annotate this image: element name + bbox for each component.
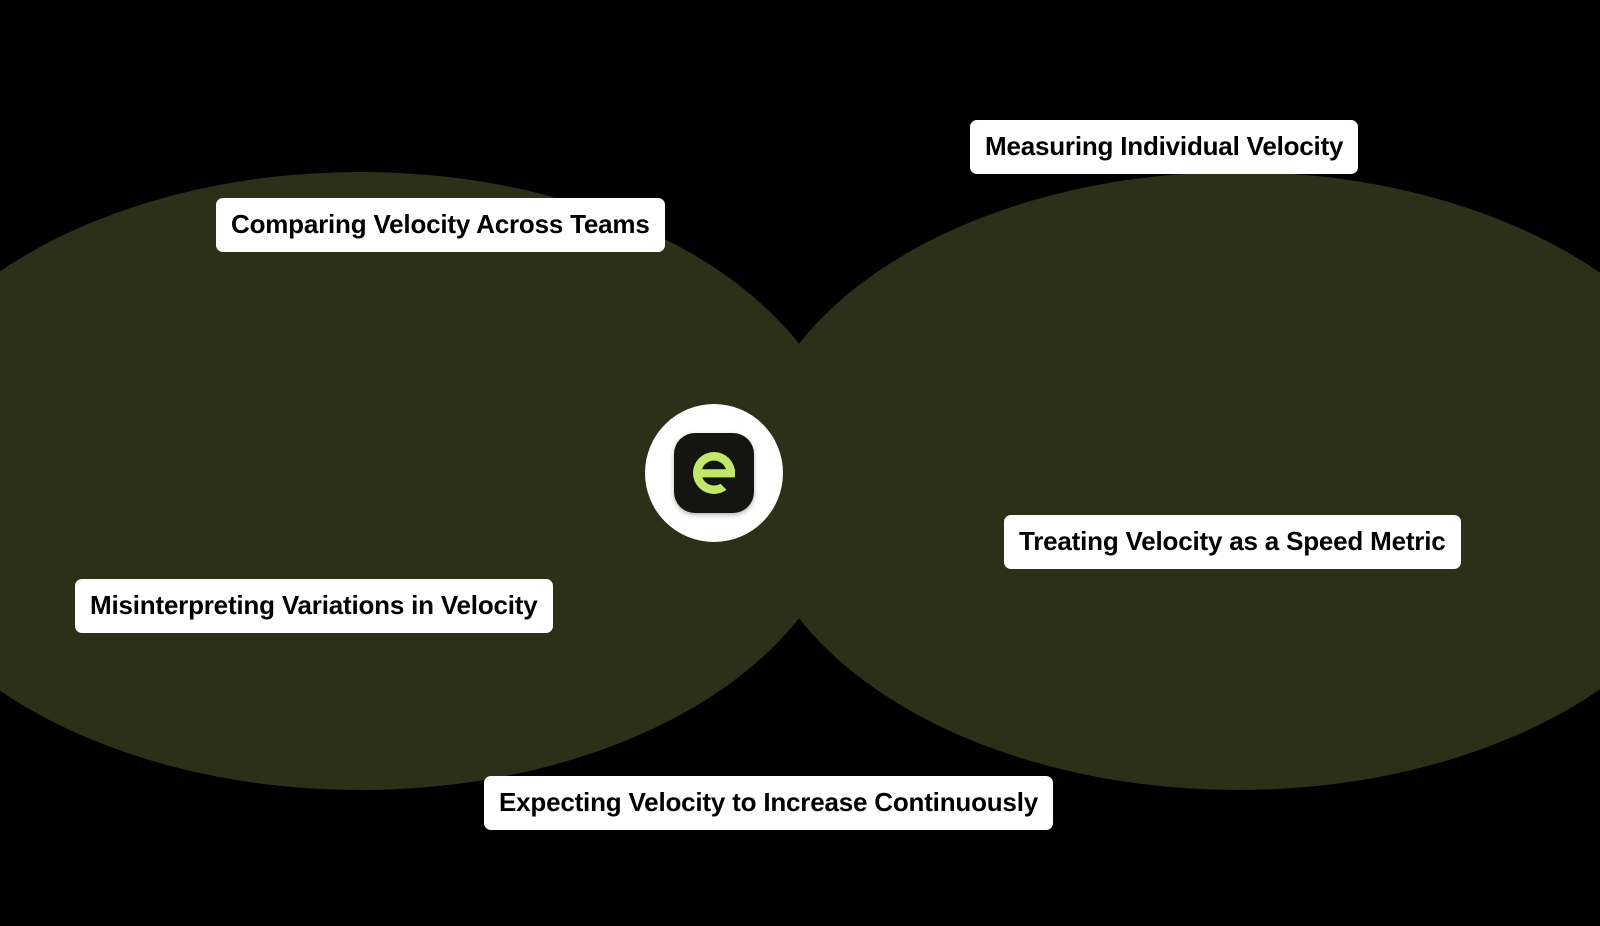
label-misinterpreting-variations-in-velocity: Misinterpreting Variations in Velocity xyxy=(75,579,553,633)
label-comparing-velocity-across-teams: Comparing Velocity Across Teams xyxy=(216,198,665,252)
label-treating-velocity-as-a-speed-metric: Treating Velocity as a Speed Metric xyxy=(1004,515,1461,569)
brand-e-logo-icon xyxy=(674,433,754,513)
center-logo-badge xyxy=(645,404,783,542)
label-measuring-individual-velocity: Measuring Individual Velocity xyxy=(970,120,1359,174)
venn-ellipse-right xyxy=(748,172,1600,790)
label-expecting-velocity-to-increase-continuously: Expecting Velocity to Increase Continuou… xyxy=(484,776,1053,830)
